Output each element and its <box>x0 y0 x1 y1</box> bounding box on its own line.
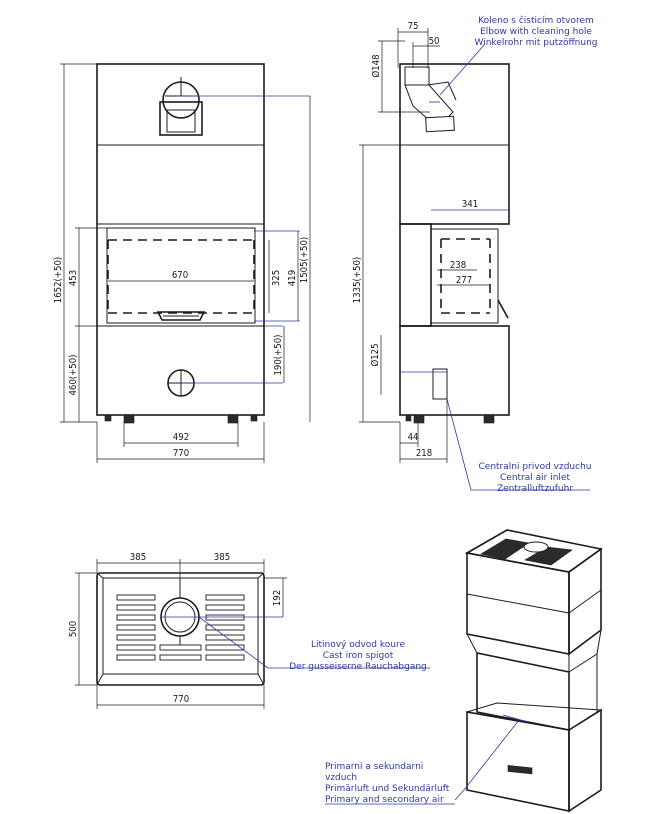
top-grille-right <box>205 594 245 661</box>
note-primary-air-3: Primärluft und Sekundärluft <box>325 784 450 794</box>
top-outline <box>96 572 265 686</box>
elbow-pipe <box>404 66 457 133</box>
note-elbow-en: Elbow with cleaning hole <box>480 27 592 37</box>
dim-side-277: 277 <box>456 275 472 286</box>
note-spigot-en: Cast iron spigot <box>323 651 394 661</box>
note-primary-air-4: Primary and secondary air <box>325 795 444 805</box>
dim-side-341: 341 <box>462 199 478 210</box>
front-body-outline <box>96 63 265 416</box>
isometric-view: Primarni a sekundarni vzduch Primärluft … <box>325 529 603 813</box>
side-upper-body <box>399 63 510 225</box>
note-spigot-de: Der gusseiserne Rauchabgang <box>289 662 427 672</box>
top-grille-left <box>116 594 156 661</box>
side-lower-body <box>399 325 510 416</box>
dim-front-height-total: 1652(+50) <box>53 257 64 303</box>
note-spigot-cz: Litinový odvod koure <box>311 640 405 650</box>
dim-side-218: 218 <box>416 448 432 459</box>
note-primary-air-2: vzduch <box>325 773 357 783</box>
dim-top-half-right: 385 <box>214 552 230 563</box>
dim-side-50: 50 <box>429 36 440 47</box>
top-view: 385 385 500 192 770 Litinový odvod koure… <box>68 552 430 709</box>
dim-side-44: 44 <box>408 432 419 443</box>
side-view: 75 50 Ø148 341 238 277 1335(+50) Ø125 44… <box>352 15 597 494</box>
front-view: 1652(+50) 453 460(+50) 670 325 419 1505(… <box>53 63 311 463</box>
dim-side-inlet-dia: Ø125 <box>370 343 381 366</box>
dim-front-width: 770 <box>173 448 189 459</box>
note-air-inlet-cz: Centralni privod vzduchu <box>479 462 592 472</box>
note-elbow-cz: Koleno s čisticím otvorem <box>478 15 594 26</box>
note-air-inlet-en: Central air inlet <box>500 473 570 483</box>
dim-side-height: 1335(+50) <box>352 257 363 303</box>
note-air-inlet-de: Zentralluftzufuhr <box>497 484 573 494</box>
dim-side-238: 238 <box>450 260 466 271</box>
dim-front-glass-width: 670 <box>172 270 188 281</box>
dim-front-lower-height: 460(+50) <box>68 354 79 395</box>
top-grille-center <box>159 644 202 661</box>
dim-front-feet-span: 492 <box>173 432 189 443</box>
dim-front-center-inlet: 190(+50) <box>273 334 284 375</box>
side-glass <box>430 228 499 324</box>
dim-side-75: 75 <box>408 21 419 32</box>
dim-top-half-left: 385 <box>130 552 146 563</box>
dim-top-depth: 500 <box>68 621 79 637</box>
dim-top-offset: 192 <box>272 590 283 606</box>
dim-side-flue-dia: Ø148 <box>371 54 382 77</box>
note-primary-air-1: Primarni a sekundarni <box>325 762 423 772</box>
side-air-inlet <box>432 368 448 400</box>
dim-top-width: 770 <box>173 694 189 705</box>
note-elbow-de: Winkelrohr mit putzöffnung <box>475 38 598 48</box>
dim-front-top-height: 1505(+50) <box>299 237 310 283</box>
front-flue-symbol <box>159 77 203 136</box>
front-glass <box>106 227 256 324</box>
dim-front-glass-height: 453 <box>68 270 79 286</box>
dim-front-inner-height: 325 <box>271 270 282 286</box>
dim-front-opening-height: 419 <box>287 270 298 286</box>
